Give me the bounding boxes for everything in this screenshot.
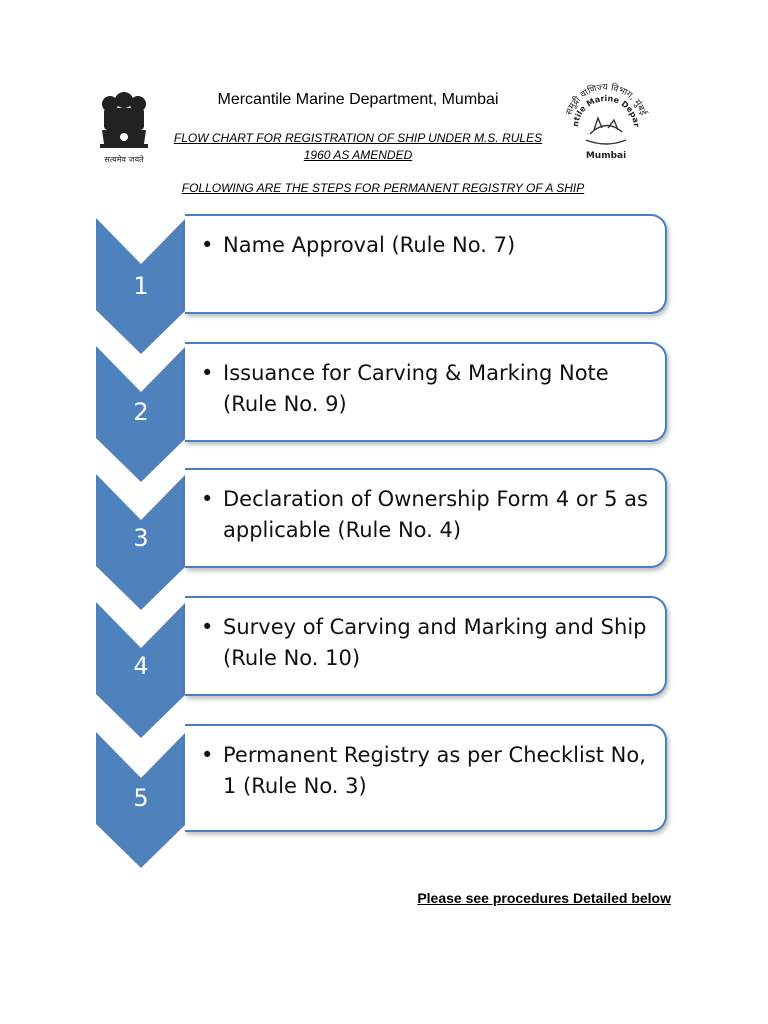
department-seal-icon: समुद्री वाणिज्य विभाग, मुंबई Mercantile … — [552, 71, 656, 164]
step-number-2: 2 — [133, 398, 149, 426]
step-number-4: 4 — [133, 652, 149, 680]
chevron-arrow-icon — [96, 602, 186, 738]
step-number-3: 3 — [133, 524, 149, 552]
step-box-5: • Permanent Registry as per Checklist No… — [185, 724, 667, 832]
bullet-icon: • — [201, 233, 214, 257]
emblem-caption: सत्यमेव जयते — [104, 154, 144, 164]
step-text-2: • Issuance for Carving & Marking Note (R… — [201, 358, 655, 420]
step-number-1: 1 — [133, 272, 149, 300]
step-text-3: • Declaration of Ownership Form 4 or 5 a… — [201, 484, 655, 546]
step-label-1: Name Approval (Rule No. 7) — [223, 233, 516, 257]
chevron-arrow-icon — [96, 732, 186, 868]
step-box-2: • Issuance for Carving & Marking Note (R… — [185, 342, 667, 442]
bullet-icon: • — [201, 615, 214, 639]
step-chevron-1: 1 — [96, 218, 186, 354]
footer-note: Please see procedures Detailed below — [417, 890, 671, 906]
step-chevron-4: 4 — [96, 602, 186, 738]
step-box-1: • Name Approval (Rule No. 7) — [185, 214, 667, 314]
national-emblem-icon: सत्यमेव जयते — [92, 84, 156, 170]
step-label-5: Permanent Registry as per Checklist No, … — [223, 743, 646, 798]
step-label-2: Issuance for Carving & Marking Note (Rul… — [223, 361, 609, 416]
step-box-3: • Declaration of Ownership Form 4 or 5 a… — [185, 468, 667, 568]
step-label-3: Declaration of Ownership Form 4 or 5 as … — [223, 487, 648, 542]
chevron-arrow-icon — [96, 474, 186, 610]
bullet-icon: • — [201, 743, 214, 767]
flow-chart-subtitle: FLOW CHART FOR REGISTRATION OF SHIP UNDE… — [173, 131, 543, 162]
chevron-arrow-icon — [96, 346, 186, 482]
step-box-4: • Survey of Carving and Marking and Ship… — [185, 596, 667, 696]
step-label-4: Survey of Carving and Marking and Ship (… — [223, 615, 647, 670]
step-chevron-5: 5 — [96, 732, 186, 868]
page-title: Mercantile Marine Department, Mumbai — [217, 91, 499, 108]
step-number-5: 5 — [133, 784, 149, 812]
step-text-5: • Permanent Registry as per Checklist No… — [201, 740, 655, 802]
chevron-arrow-icon — [96, 218, 186, 354]
steps-heading: FOLLOWING ARE THE STEPS FOR PERMANENT RE… — [181, 181, 585, 195]
bullet-icon: • — [201, 487, 214, 511]
step-text-4: • Survey of Carving and Marking and Ship… — [201, 612, 655, 674]
step-chevron-2: 2 — [96, 346, 186, 482]
seal-bottom-text: Mumbai — [586, 151, 626, 161]
step-chevron-3: 3 — [96, 474, 186, 610]
step-text-1: • Name Approval (Rule No. 7) — [201, 230, 655, 261]
bullet-icon: • — [201, 361, 214, 385]
